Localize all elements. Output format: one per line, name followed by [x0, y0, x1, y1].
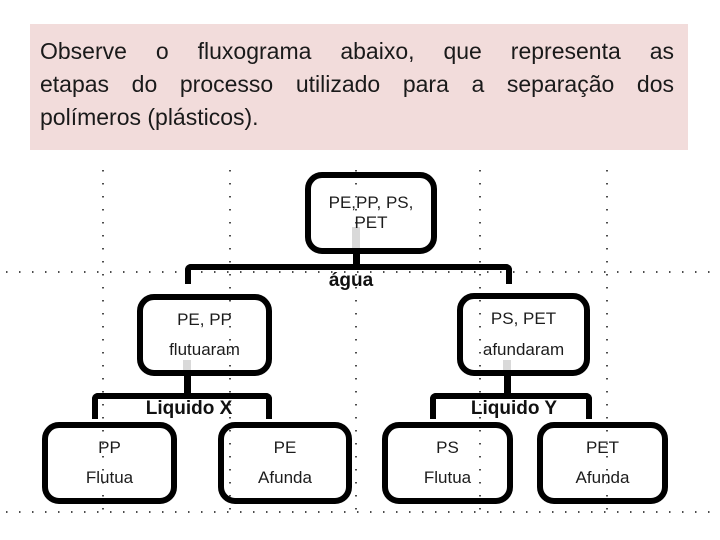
- grid-dotted-hline: [6, 511, 712, 513]
- leaf-result: Afunda: [575, 468, 630, 487]
- leaf-result: Flutua: [423, 468, 472, 487]
- root-node-label: PE,PP, PS, PET: [328, 193, 414, 232]
- sink-branch-title: PS, PET: [490, 309, 557, 329]
- question-line-3: polímeros (plásticos).: [40, 104, 259, 130]
- question-line-2: etapas do processo utilizado para a sepa…: [40, 71, 674, 97]
- liquid-y-label: Liquido Y: [470, 398, 558, 419]
- grid-dotted-vline: [606, 170, 608, 515]
- connector-artifact: [352, 227, 360, 251]
- connector-liquid-y-bracket: [430, 393, 592, 419]
- float-branch-node: PE, PP flutuaram: [137, 294, 272, 376]
- grid-dotted-vline: [102, 170, 104, 515]
- grid-dotted-vline: [355, 170, 357, 515]
- question-line-1: Observe o fluxograma abaixo, que represe…: [40, 38, 674, 64]
- grid-dotted-vline: [229, 170, 231, 515]
- leaf-node-pet: PET Afunda: [537, 422, 668, 504]
- water-label: água: [328, 270, 374, 291]
- connector-liquid-x-bracket: [92, 393, 272, 419]
- grid-dotted-hline: [6, 271, 712, 273]
- sink-branch-result: afundaram: [482, 339, 565, 359]
- leaf-node-pp: PP Flutua: [42, 422, 177, 504]
- root-node: PE,PP, PS, PET: [305, 172, 437, 254]
- leaf-result: Flutua: [85, 468, 134, 487]
- leaf-title: PP: [98, 438, 121, 457]
- connector-water-bracket: [185, 264, 512, 284]
- connector-left-stub: [184, 372, 191, 395]
- connector-root-stub: [353, 249, 360, 266]
- connector-artifact: [183, 360, 191, 373]
- question-text-box: Observe o fluxograma abaixo, que represe…: [30, 24, 688, 150]
- leaf-node-pe: PE Afunda: [218, 422, 352, 504]
- leaf-node-ps: PS Flutua: [382, 422, 513, 504]
- leaf-title: PET: [585, 438, 620, 457]
- float-branch-result: flutuaram: [169, 340, 240, 359]
- connector-artifact: [503, 360, 511, 373]
- grid-dotted-vline: [479, 170, 481, 515]
- liquid-x-label: Liquido X: [145, 398, 233, 419]
- sink-branch-node: PS, PET afundaram: [457, 293, 590, 376]
- float-branch-title: PE, PP: [177, 310, 232, 329]
- leaf-result: Afunda: [258, 468, 312, 487]
- leaf-title: PS: [436, 438, 459, 457]
- leaf-title: PE: [273, 438, 297, 457]
- connector-right-stub: [504, 372, 511, 395]
